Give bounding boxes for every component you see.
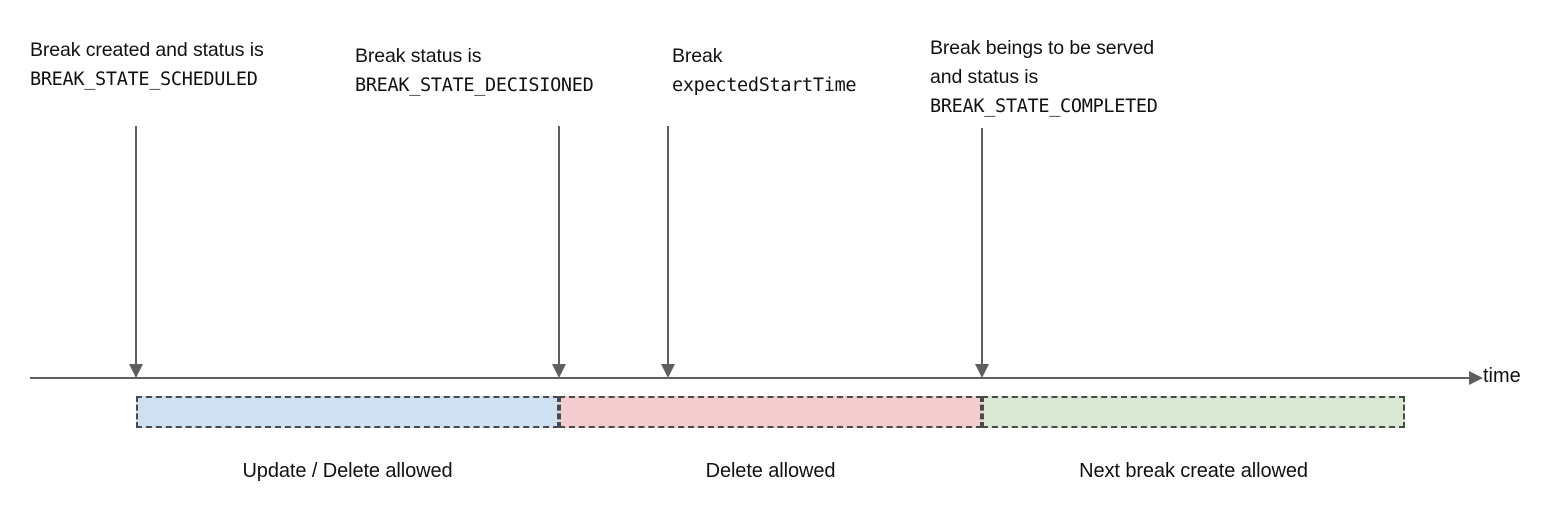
arrow-down-icon xyxy=(661,364,675,378)
annotation-line: and status is xyxy=(930,66,1039,88)
phase-bar-update-delete xyxy=(136,396,559,428)
marker-arrow-completed xyxy=(975,128,989,378)
phase-caption-delete-only: Delete allowed xyxy=(705,460,836,482)
phase-caption-next-break-create: Next break create allowed xyxy=(1079,460,1308,482)
time-axis-line xyxy=(30,371,1483,385)
annotation-expected-start-time: Break expectedStartTime xyxy=(672,42,857,100)
marker-arrow-scheduled xyxy=(129,126,143,378)
annotation-decisioned: Break status is BREAK_STATE_DECISIONED xyxy=(355,42,594,100)
marker-arrow-expected-start-time xyxy=(661,126,675,378)
annotation-state-constant: BREAK_STATE_SCHEDULED xyxy=(30,69,258,90)
arrow-down-icon xyxy=(975,364,989,378)
annotation-scheduled: Break created and status is BREAK_STATE_… xyxy=(30,36,264,94)
phase-caption-update-delete: Update / Delete allowed xyxy=(242,460,453,482)
annotation-state-constant: BREAK_STATE_DECISIONED xyxy=(355,75,594,96)
arrow-down-icon xyxy=(129,364,143,378)
phase-bar-next-break-create xyxy=(982,396,1405,428)
annotation-line: Break status is xyxy=(355,45,482,67)
annotation-state-constant: BREAK_STATE_COMPLETED xyxy=(930,96,1158,117)
annotation-line: Break beings to be served xyxy=(930,37,1155,59)
arrow-right-icon xyxy=(1469,371,1483,385)
annotation-line: Break xyxy=(672,45,723,67)
annotation-field-name: expectedStartTime xyxy=(672,75,857,96)
arrow-down-icon xyxy=(552,364,566,378)
phase-bar-delete-only xyxy=(559,396,982,428)
annotation-completed: Break beings to be served and status is … xyxy=(930,34,1158,121)
time-axis-label: time xyxy=(1483,365,1521,387)
marker-arrow-decisioned xyxy=(552,126,566,378)
annotation-line: Break created and status is xyxy=(30,39,264,61)
